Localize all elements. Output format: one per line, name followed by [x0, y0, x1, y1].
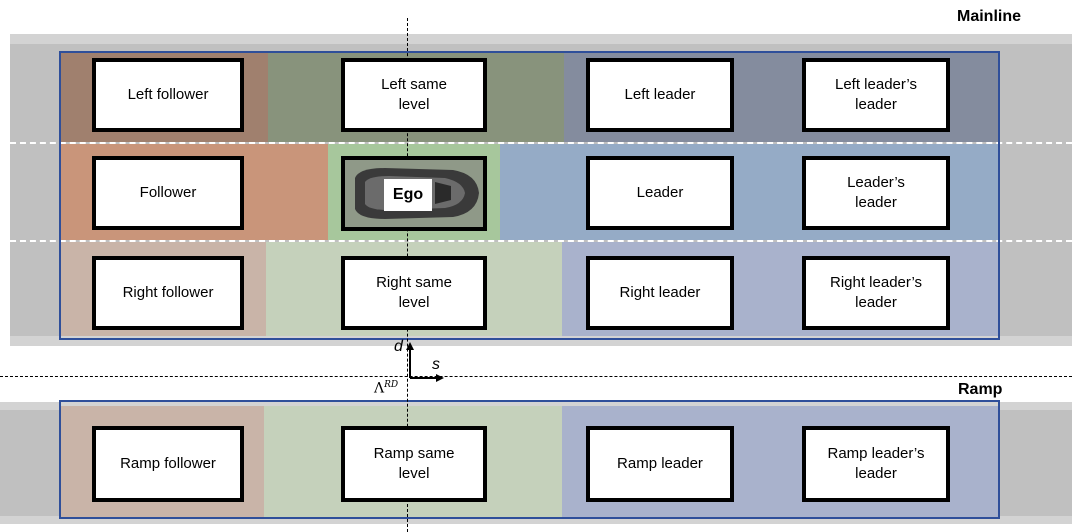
ego-label: Ego [384, 179, 432, 211]
leaders-leader-box: Leader’s leader [802, 156, 950, 230]
lane-divider-2 [10, 240, 1072, 242]
left-follower-box: Left follower [92, 58, 244, 132]
ramp-leaders-leader-label: Ramp leader’s leader [827, 445, 925, 482]
right-leaders-leader-box: Right leader’s leader [802, 256, 950, 330]
ramp-outline-extension [59, 400, 947, 402]
ramp-title: Ramp [958, 381, 1003, 398]
leaders-leader-label: Leader’s leader [847, 174, 905, 211]
mainline-road-bottom-edge [10, 336, 1072, 346]
leader-box: Leader [586, 156, 734, 230]
axis-s-label: s [432, 356, 440, 373]
ramp-same-level-label: Ramp same level [373, 445, 455, 482]
mainline-road-top-edge [10, 34, 1072, 44]
mainline-outline [59, 51, 1000, 340]
right-follower-box: Right follower [92, 256, 244, 330]
lambda-rd-label: ΛRD [374, 380, 398, 397]
ramp-leader-label: Ramp leader [617, 455, 703, 472]
lane-divider-1 [10, 142, 1072, 144]
leader-label: Leader [636, 184, 684, 201]
left-follower-label: Left follower [127, 86, 209, 103]
ramp-same-level-box: Ramp same level [341, 426, 487, 502]
right-leader-box: Right leader [586, 256, 734, 330]
right-leaders-leader-label: Right leader’s leader [830, 274, 922, 311]
left-leaders-leader-label: Left leader’s leader [834, 76, 917, 113]
axis-d-label: d [394, 338, 403, 355]
ramp-follower-box: Ramp follower [92, 426, 244, 502]
ramp-leaders-leader-box: Ramp leader’s leader [802, 426, 950, 502]
lambda-superscript: RD [384, 380, 399, 390]
axes-arrows [406, 342, 444, 382]
mainline-title: Mainline [957, 8, 1022, 25]
left-leader-label: Left leader [624, 86, 696, 103]
follower-box: Follower [92, 156, 244, 230]
right-same-level-label: Right same level [376, 274, 452, 311]
right-follower-label: Right follower [122, 284, 214, 301]
left-same-level-label: Left same level [381, 76, 447, 113]
right-same-level-box: Right same level [341, 256, 487, 330]
left-same-level-box: Left same level [341, 58, 487, 132]
horizontal-reference-line [0, 376, 1072, 377]
ramp-follower-label: Ramp follower [120, 455, 216, 472]
left-leaders-leader-box: Left leader’s leader [802, 58, 950, 132]
right-leader-label: Right leader [619, 284, 701, 301]
left-leader-box: Left leader [586, 58, 734, 132]
ramp-leader-box: Ramp leader [586, 426, 734, 502]
lambda-symbol: Λ [374, 380, 385, 397]
ramp-road-bottom-edge [0, 516, 1072, 524]
follower-label: Follower [139, 184, 197, 201]
